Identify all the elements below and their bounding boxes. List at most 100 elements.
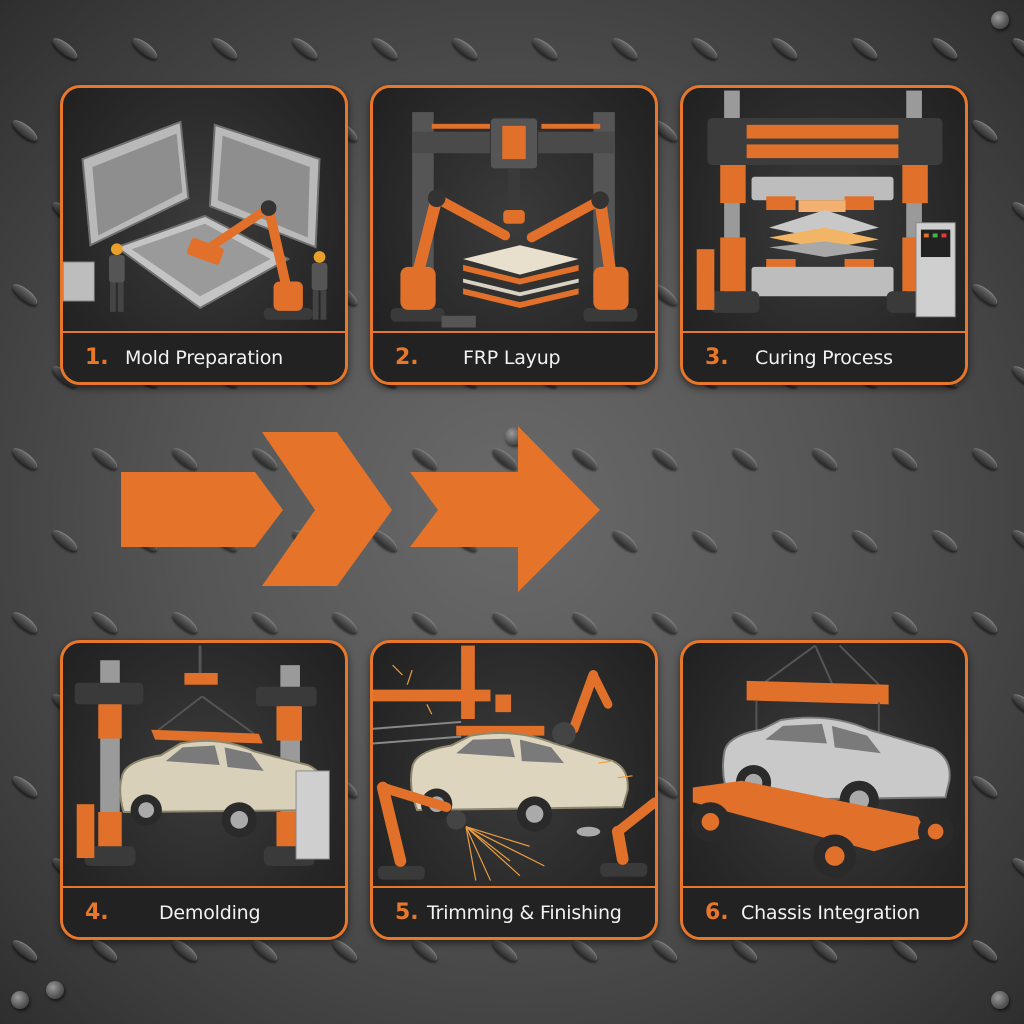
plate-bump bbox=[169, 936, 201, 965]
plate-bump bbox=[729, 608, 761, 637]
plate-bump bbox=[89, 608, 121, 637]
mold-icon bbox=[81, 120, 321, 310]
plate-bump bbox=[49, 526, 81, 555]
plate-bump bbox=[289, 526, 321, 555]
plate-bump bbox=[489, 936, 521, 965]
plate-bump bbox=[409, 444, 441, 473]
plate-bump bbox=[169, 608, 201, 637]
robot-arm-icon bbox=[576, 797, 655, 877]
plate-bump bbox=[449, 34, 481, 63]
plate-bump bbox=[649, 444, 681, 473]
step-label: 5. Trimming & Finishing bbox=[373, 886, 655, 937]
step-label: 1. Mold Preparation bbox=[63, 331, 345, 382]
rivet bbox=[991, 11, 1009, 29]
plate-bump bbox=[889, 444, 921, 473]
plate-bump bbox=[969, 280, 1001, 309]
plate-bump bbox=[9, 608, 41, 637]
step-title: Curing Process bbox=[755, 346, 893, 369]
step-label: 3. Curing Process bbox=[683, 331, 965, 382]
plate-bump bbox=[169, 444, 201, 473]
plate-bump bbox=[49, 34, 81, 63]
robot-arm-icon bbox=[552, 670, 613, 746]
plate-bump bbox=[529, 34, 561, 63]
worker-icon bbox=[311, 251, 328, 320]
plate-bump bbox=[649, 936, 681, 965]
rivet bbox=[46, 981, 64, 999]
robot-arm-icon bbox=[376, 781, 467, 880]
lifting-beam-icon bbox=[151, 645, 263, 744]
plate-bump bbox=[489, 444, 521, 473]
fiber-layers-icon bbox=[463, 245, 579, 308]
rivet bbox=[505, 427, 523, 445]
step-number: 3. bbox=[705, 345, 729, 370]
curing-process-illustration bbox=[683, 88, 965, 334]
plate-bump bbox=[849, 526, 881, 555]
control-panel-icon bbox=[915, 222, 956, 318]
step-panel-4: 4. Demolding bbox=[60, 640, 348, 940]
plate-bump bbox=[769, 526, 801, 555]
step-label: 4. Demolding bbox=[63, 886, 345, 937]
plate-bump bbox=[649, 608, 681, 637]
plate-bump bbox=[609, 34, 641, 63]
plate-bump bbox=[929, 526, 961, 555]
sparks-icon bbox=[392, 664, 633, 881]
plate-bump bbox=[369, 526, 401, 555]
demolding-illustration bbox=[63, 643, 345, 889]
plate-bump bbox=[969, 608, 1001, 637]
plate-bump bbox=[1009, 854, 1024, 883]
plate-bump bbox=[689, 526, 721, 555]
plate-bump bbox=[1009, 690, 1024, 719]
step-panel-3: 3. Curing Process bbox=[680, 85, 968, 385]
rivet bbox=[11, 991, 29, 1009]
plate-bump bbox=[329, 608, 361, 637]
plate-bump bbox=[289, 34, 321, 63]
arrow-segment-1 bbox=[121, 472, 283, 547]
hydraulic-column-icon bbox=[74, 660, 144, 866]
plate-bump bbox=[409, 936, 441, 965]
plate-bump bbox=[689, 34, 721, 63]
plate-bump bbox=[1009, 362, 1024, 391]
plate-bump bbox=[9, 772, 41, 801]
car-body-icon bbox=[410, 732, 629, 832]
plate-bump bbox=[809, 444, 841, 473]
plate-bump bbox=[569, 936, 601, 965]
plate-bump bbox=[9, 280, 41, 309]
step-number: 6. bbox=[705, 900, 729, 925]
step-title: FRP Layup bbox=[463, 346, 561, 369]
frp-layup-illustration bbox=[373, 88, 655, 334]
plate-bump bbox=[969, 116, 1001, 145]
plate-bump bbox=[889, 608, 921, 637]
step-title: Chassis Integration bbox=[741, 901, 920, 924]
step-title: Trimming & Finishing bbox=[427, 901, 622, 924]
plate-bump bbox=[529, 526, 561, 555]
step-number: 1. bbox=[85, 345, 109, 370]
plate-bump bbox=[9, 116, 41, 145]
mold-preparation-illustration bbox=[63, 88, 345, 334]
step-number: 5. bbox=[395, 900, 419, 925]
plate-bump bbox=[449, 526, 481, 555]
arrow-chevron-2 bbox=[262, 432, 392, 586]
plate-bump bbox=[969, 772, 1001, 801]
plate-bump bbox=[409, 608, 441, 637]
plate-bump bbox=[809, 608, 841, 637]
step-title: Mold Preparation bbox=[125, 346, 283, 369]
step-title: Demolding bbox=[159, 901, 261, 924]
plate-bump bbox=[729, 444, 761, 473]
plate-bump bbox=[329, 936, 361, 965]
plate-bump bbox=[129, 526, 161, 555]
robot-arm-icon bbox=[390, 189, 511, 322]
plate-bump bbox=[9, 936, 41, 965]
plate-bump bbox=[769, 34, 801, 63]
plate-bump bbox=[849, 34, 881, 63]
step-number: 4. bbox=[85, 900, 109, 925]
plate-bump bbox=[729, 936, 761, 965]
robot-arm-icon bbox=[187, 200, 313, 320]
worker-icon bbox=[109, 243, 125, 312]
plate-bump bbox=[809, 936, 841, 965]
car-body-icon bbox=[119, 739, 327, 838]
overhead-gantry-icon bbox=[373, 645, 545, 745]
robot-arm-icon bbox=[526, 191, 638, 322]
hydraulic-press-icon bbox=[707, 90, 943, 313]
arrow-head-3 bbox=[410, 426, 600, 592]
plate-bump bbox=[969, 444, 1001, 473]
